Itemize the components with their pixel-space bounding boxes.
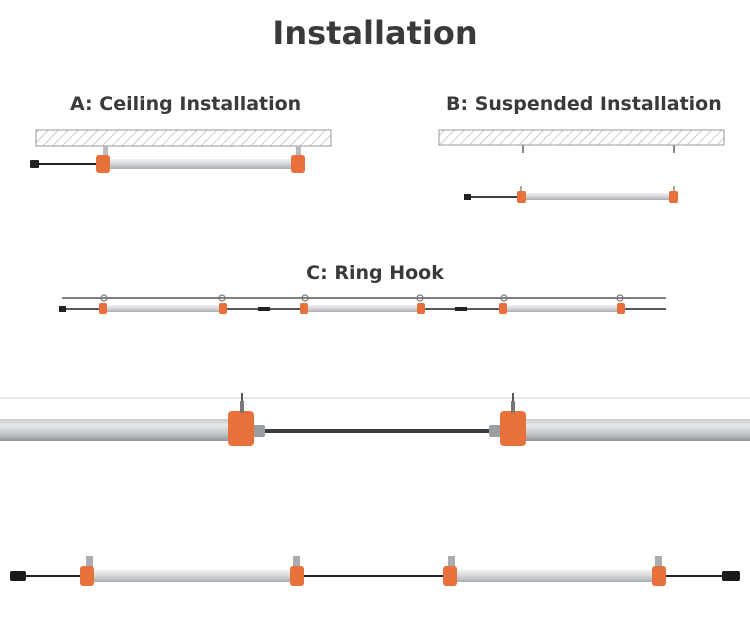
bracket — [240, 401, 244, 413]
section-a-label: A: Ceiling Installation — [70, 93, 302, 115]
end-cap — [669, 191, 678, 203]
end-cap — [80, 566, 94, 586]
tube — [305, 305, 420, 312]
end-cap — [219, 303, 227, 314]
page-title: Installation — [272, 14, 478, 52]
ring-hook-diagram — [59, 294, 666, 314]
bracket — [103, 146, 108, 156]
suspended-installation-diagram — [438, 129, 725, 203]
connector — [10, 571, 26, 581]
tube — [451, 570, 661, 582]
ceiling-installation-diagram — [30, 129, 332, 173]
ring-hook — [416, 294, 424, 302]
bracket — [511, 401, 515, 413]
bracket — [655, 556, 662, 568]
link-connector — [258, 307, 270, 311]
end-cap — [500, 411, 526, 446]
end-cap — [228, 411, 254, 446]
tube — [88, 570, 298, 582]
ring-hook — [500, 294, 508, 302]
linked-connection-closeup — [0, 393, 750, 446]
bracket — [296, 146, 301, 156]
end-cap — [300, 303, 308, 314]
bracket — [293, 556, 300, 568]
tube — [522, 193, 672, 200]
ceiling-plate — [438, 129, 725, 146]
end-cap — [96, 155, 110, 173]
end-cap — [417, 303, 425, 314]
linked-tubes-row — [10, 556, 740, 586]
link-connector — [455, 307, 467, 311]
end-cap — [517, 191, 526, 203]
connector — [722, 571, 740, 581]
end-cap — [99, 303, 107, 314]
connector-nut — [252, 425, 265, 437]
bracket — [86, 556, 93, 568]
ceiling-plate — [35, 129, 332, 147]
connector — [59, 306, 66, 312]
section-b-label: B: Suspended Installation — [446, 93, 722, 115]
tube — [105, 159, 295, 169]
end-cap — [652, 566, 666, 586]
bracket — [448, 556, 455, 568]
ring-hook — [616, 294, 624, 302]
end-cap — [499, 303, 507, 314]
section-c-label: C: Ring Hook — [306, 262, 444, 284]
ring-hook — [100, 294, 108, 302]
tube — [104, 305, 222, 312]
ring-hook — [218, 294, 226, 302]
end-cap — [443, 566, 457, 586]
end-cap — [291, 155, 305, 173]
end-cap — [617, 303, 625, 314]
tube — [0, 419, 232, 441]
tube — [522, 419, 750, 441]
tube — [504, 305, 620, 312]
connector — [30, 160, 39, 168]
connector — [464, 194, 471, 200]
end-cap — [290, 566, 304, 586]
ring-hook — [301, 294, 309, 302]
connector-nut — [489, 425, 502, 437]
